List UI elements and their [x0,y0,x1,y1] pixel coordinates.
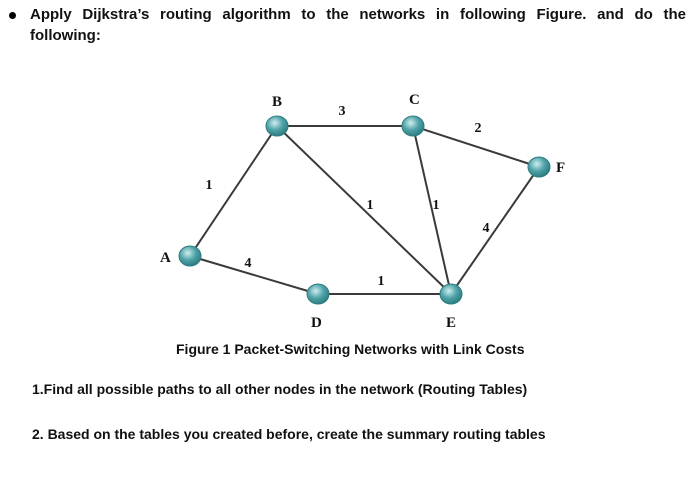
link-cost-a-d: 4 [245,256,252,271]
link-cost-c-f: 2 [475,121,482,136]
node-label-d: D [311,315,322,331]
link-cost-c-e: 1 [433,198,440,213]
node-label-f: F [556,160,565,176]
node-e [439,283,463,305]
node-a [178,245,202,267]
link-cost-d-e: 1 [378,274,385,289]
link-cost-e-f: 4 [483,221,490,236]
link-c-f [412,125,540,168]
bullet-icon [9,12,16,19]
network-diagram: 1 4 3 1 1 1 2 4 A B C D E F [160,92,565,331]
link-a-b [189,125,278,257]
question-1: 1.Find all possible paths to all other n… [32,381,528,397]
task-instruction: Apply Dijkstra’s routing algorithm to th… [30,6,686,44]
link-a-d [189,255,319,295]
links-layer: 1 4 3 1 1 1 2 4 [189,104,540,295]
link-cost-b-e: 1 [367,198,374,213]
node-label-c: C [409,92,420,108]
link-cost-a-b: 1 [206,178,213,193]
link-e-f [450,166,540,295]
node-c [401,115,425,137]
figure-caption: Figure 1 Packet-Switching Networks with … [176,341,525,357]
node-f [527,156,551,178]
node-d [306,283,330,305]
node-label-b: B [272,94,282,110]
node-b [265,115,289,137]
link-cost-b-c: 3 [339,104,346,119]
node-label-a: A [160,250,171,266]
question-2: 2. Based on the tables you created befor… [32,426,546,442]
link-c-e [412,125,452,295]
link-b-e [276,125,452,295]
nodes-layer: A B C D E F [160,92,565,331]
node-label-e: E [446,315,456,331]
